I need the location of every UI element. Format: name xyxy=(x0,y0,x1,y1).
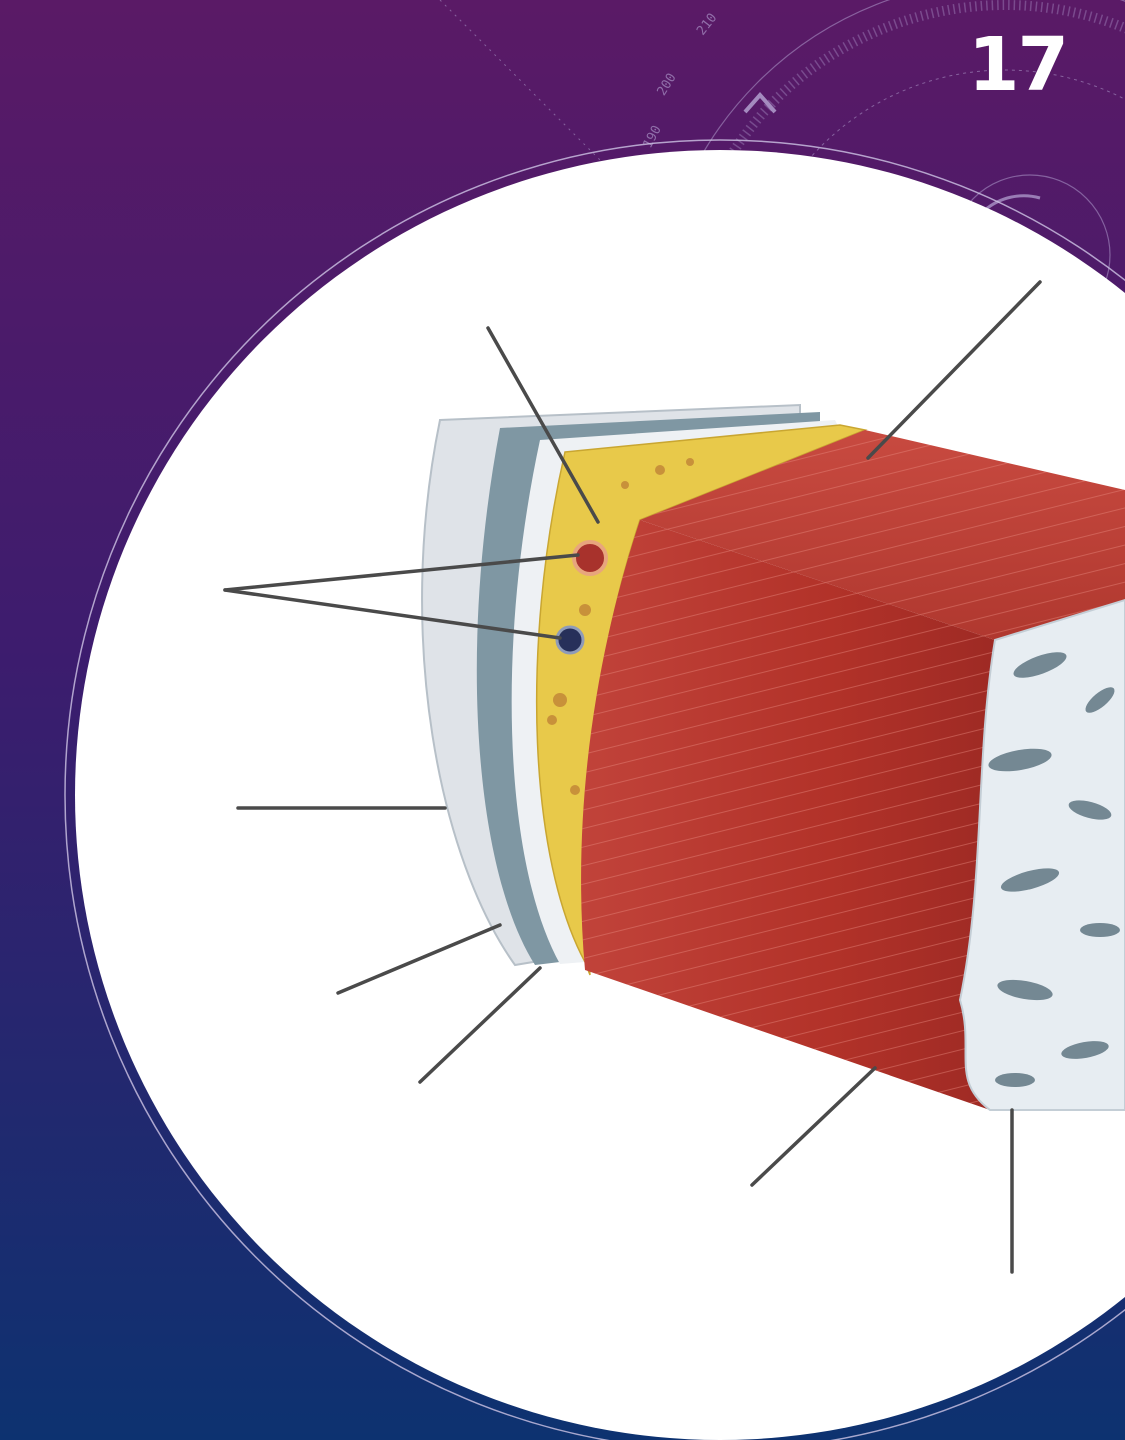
artery-vessel xyxy=(574,542,606,574)
vein-vessel xyxy=(557,627,583,653)
